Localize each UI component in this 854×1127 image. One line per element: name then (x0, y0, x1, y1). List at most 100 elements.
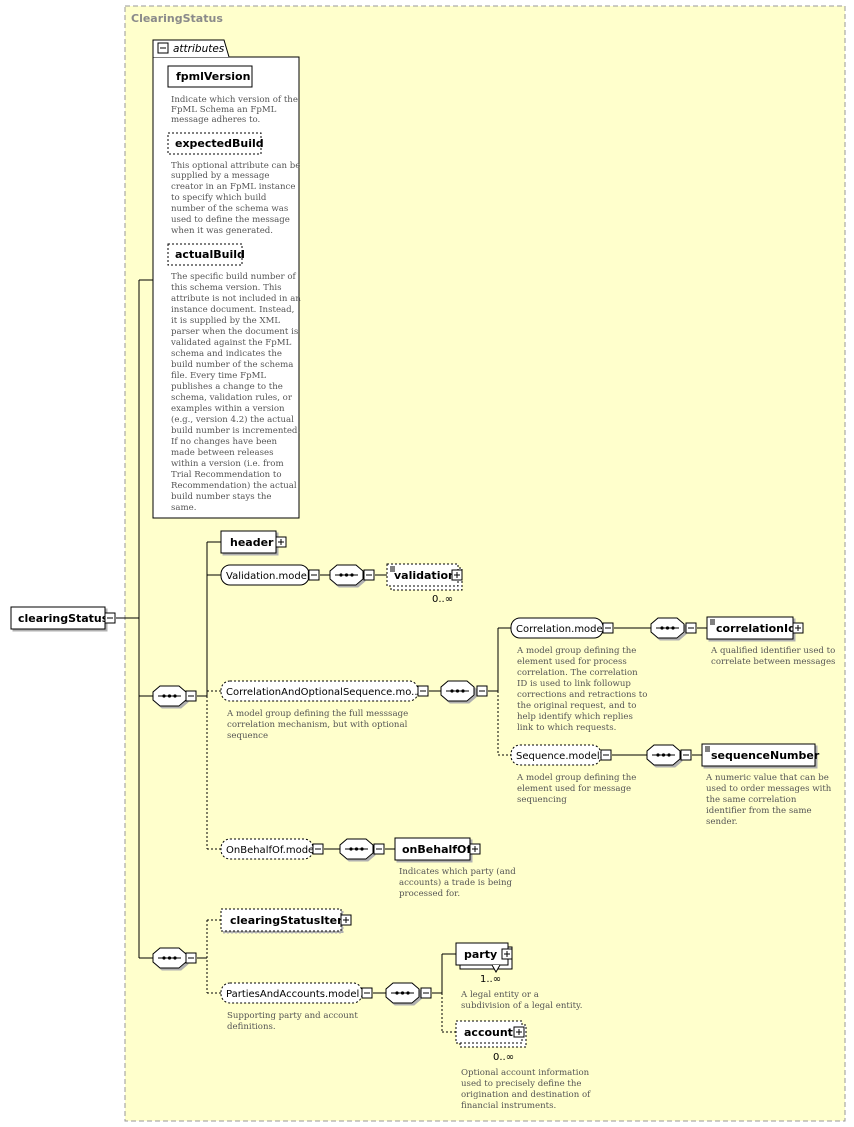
element-sequencenumber-desc: A numeric value that can be used to orde… (705, 773, 832, 827)
element-clearingstatusitem-label: clearingStatusItem (230, 914, 349, 927)
svg-text:identifier from the same: identifier from the same (706, 806, 812, 816)
svg-text:correlation. The correlation: correlation. The correlation (517, 668, 638, 678)
sequence-compositor-onbehalfof[interactable] (339, 838, 385, 860)
sequence-compositor-sequence[interactable] (646, 744, 692, 766)
element-account[interactable]: account 0..∞ (455, 1020, 527, 1063)
svg-text:made between releases: made between releases (171, 448, 273, 458)
svg-text:ID is used to link followup: ID is used to link followup (517, 679, 631, 689)
svg-text:to specify which build: to specify which build (171, 193, 267, 203)
svg-text:definitions.: definitions. (227, 1022, 276, 1032)
svg-text:instance document. Instead,: instance document. Instead, (171, 305, 294, 315)
attribute-actualbuild-label: actualBuild (175, 248, 245, 261)
svg-text:(e.g., version 4.2) the actual: (e.g., version 4.2) the actual (171, 414, 294, 425)
element-correlationid-desc: A qualified identifier used to correlate… (710, 646, 835, 667)
svg-text:this schema version. This: this schema version. This (171, 283, 282, 293)
sequence-compositor-parties[interactable] (385, 982, 432, 1004)
svg-text:number of the schema was: number of the schema was (171, 204, 288, 214)
attribute-actualbuild-desc: The specific build number of this schema… (170, 272, 301, 513)
group-correlation-model[interactable]: Correlation.model (510, 617, 614, 639)
element-correlationid[interactable]: correlationId (706, 616, 804, 640)
element-party-label: party (464, 948, 497, 961)
sequence-compositor-items[interactable] (152, 947, 197, 969)
group-partiesandaccounts-model-label: PartiesAndAccounts.model (226, 989, 359, 1000)
svg-text:Trial Recommendation to: Trial Recommendation to (171, 470, 282, 480)
svg-text:same.: same. (171, 503, 197, 513)
svg-text:attribute is not included in a: attribute is not included in an (171, 294, 301, 304)
complex-type-title: ClearingStatus (131, 12, 223, 25)
svg-text:correlate between messages: correlate between messages (711, 657, 835, 667)
element-party[interactable]: party 1..∞ (455, 942, 513, 985)
svg-text:A model group defining the: A model group defining the (516, 646, 636, 656)
group-partiesandaccounts-model[interactable]: PartiesAndAccounts.model (220, 982, 373, 1004)
occurrence-label: 0..∞ (432, 594, 453, 605)
attribute-fpmlversion-desc: Indicate which version of the FpML Schem… (171, 95, 298, 125)
svg-text:used to define the message: used to define the message (171, 215, 290, 225)
svg-text:sender.: sender. (706, 817, 738, 827)
element-account-desc: Optional account information used to pre… (461, 1068, 591, 1111)
sequence-compositor-corr-opt-seq[interactable] (440, 680, 488, 702)
svg-text:build number of the schema: build number of the schema (171, 360, 293, 370)
group-validation-model[interactable]: Validation.model (220, 564, 320, 586)
svg-text:link to which requests.: link to which requests. (517, 723, 616, 733)
sequence-compositor-validation[interactable] (329, 564, 375, 586)
group-onbehalfof-model-label: OnBehalfOf.model (226, 845, 317, 856)
attribute-expectedbuild-label: expectedBuild (175, 137, 264, 150)
svg-text:the original request, and to: the original request, and to (517, 701, 636, 711)
svg-text:the same correlation: the same correlation (706, 795, 797, 805)
group-corr-opt-seq-desc: A model group defining the full messsage… (226, 709, 408, 741)
element-onbehalfof[interactable]: onBehalfOf (394, 837, 481, 861)
svg-text:A model group defining the ful: A model group defining the full messsage (226, 709, 408, 719)
group-onbehalfof-model[interactable]: OnBehalfOf.model (220, 838, 324, 860)
group-correlation-model-desc: A model group defining the element used … (516, 646, 647, 733)
svg-text:Indicates which party (and: Indicates which party (and (399, 866, 516, 877)
group-correlation-and-optional-sequence-model[interactable]: CorrelationAndOptionalSequence.mo... (220, 680, 429, 702)
element-validation[interactable]: validation 0..∞ (386, 563, 463, 605)
svg-text:corrections and retractions to: corrections and retractions to (517, 690, 647, 700)
sequence-compositor-correlation[interactable] (650, 617, 697, 639)
svg-text:sequence: sequence (227, 731, 268, 741)
svg-text:examples within a version: examples within a version (171, 404, 285, 414)
svg-text:A model group defining the: A model group defining the (516, 773, 636, 783)
svg-text:used to precisely define the: used to precisely define the (461, 1079, 581, 1089)
svg-text:build number stays the: build number stays the (171, 492, 271, 502)
attribute-fpmlversion[interactable] (167, 65, 253, 88)
root-element-clearingstatus[interactable]: clearingStatus (10, 606, 116, 630)
svg-text:sequencing: sequencing (517, 795, 567, 805)
svg-text:Indicate which version of the: Indicate which version of the (171, 95, 298, 105)
group-partiesandaccounts-desc: Supporting party and account definitions… (227, 1011, 358, 1032)
element-header[interactable]: header (220, 530, 287, 554)
svg-text:message adheres to.: message adheres to. (171, 115, 260, 125)
element-sequencenumber-label: sequenceNumber (711, 749, 820, 762)
svg-text:A numeric value that can be: A numeric value that can be (705, 773, 829, 783)
group-sequence-model[interactable]: Sequence.model (510, 744, 612, 766)
sequence-compositor-main[interactable] (152, 685, 197, 707)
group-corr-opt-seq-label: CorrelationAndOptionalSequence.mo... (226, 687, 421, 698)
attribute-fpmlversion-label: fpmlVersion (176, 70, 250, 83)
attribute-actualbuild[interactable] (167, 243, 243, 266)
element-validation-label: validation (394, 569, 456, 582)
svg-text:it is supplied by the XML: it is supplied by the XML (171, 316, 280, 326)
root-element-label: clearingStatus (18, 612, 109, 625)
element-sequencenumber[interactable]: sequenceNumber (701, 743, 820, 767)
svg-text:creator in an FpML instance: creator in an FpML instance (171, 182, 295, 192)
element-onbehalfof-desc: Indicates which party (and accounts) a t… (399, 866, 516, 899)
svg-text:origination and destination of: origination and destination of (461, 1090, 591, 1100)
svg-text:A qualified identifier used to: A qualified identifier used to (710, 646, 835, 656)
svg-text:used to order messages with: used to order messages with (706, 784, 832, 794)
svg-text:validated against the FpML: validated against the FpML (170, 338, 292, 348)
element-header-label: header (230, 536, 274, 549)
svg-text:correlation mechanism, but wit: correlation mechanism, but with optional (227, 720, 408, 730)
svg-text:subdivision of a legal entity.: subdivision of a legal entity. (461, 1001, 583, 1011)
attribute-expectedbuild-desc: This optional attribute can be supplied … (171, 161, 300, 236)
svg-text:A legal entity or a: A legal entity or a (460, 990, 539, 1000)
svg-text:parser when the document is: parser when the document is (171, 327, 298, 337)
attribute-expectedbuild[interactable] (167, 132, 262, 155)
svg-text:schema, validation rules, or: schema, validation rules, or (171, 393, 293, 403)
occurrence-label: 1..∞ (480, 974, 501, 985)
svg-text:The specific build number of: The specific build number of (171, 272, 297, 282)
element-clearingstatusitem[interactable]: clearingStatusItem (220, 908, 352, 932)
svg-text:when it was generated.: when it was generated. (171, 226, 273, 236)
svg-text:element used for process: element used for process (517, 657, 627, 667)
element-onbehalfof-label: onBehalfOf (402, 843, 471, 856)
